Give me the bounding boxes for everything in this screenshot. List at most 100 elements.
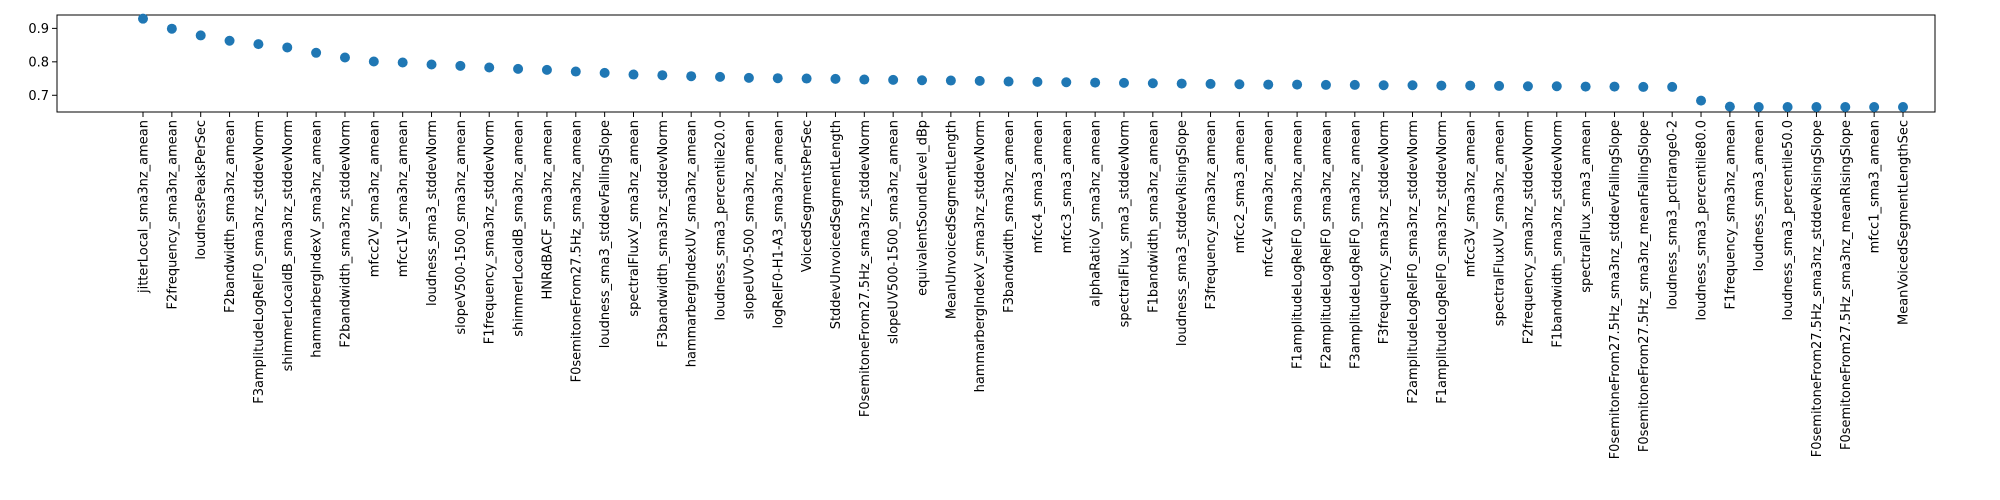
x-tick-label: F1frequency_sma3nz_amean xyxy=(1723,120,1738,310)
data-point xyxy=(570,66,581,77)
data-point xyxy=(368,56,379,67)
x-tick-label: F0semitoneFrom27.5Hz_sma3nz_amean xyxy=(569,120,584,382)
x-tick-label: mfcc3V_sma3nz_amean xyxy=(1464,120,1479,277)
data-point xyxy=(282,42,293,53)
data-point xyxy=(311,47,322,58)
x-tick-label: alphaRatioV_sma3nz_amean xyxy=(1089,120,1104,307)
x-tick-label: spectralFluxV_sma3nz_amean xyxy=(627,120,642,317)
x-tick-label: F1amplitudeLogRelF0_sma3nz_amean xyxy=(1291,120,1306,369)
data-point xyxy=(1898,101,1908,112)
y-tick-label: 0.9 xyxy=(28,22,49,37)
x-tick-label: F3bandwidth_sma3nz_amean xyxy=(1002,120,1017,313)
data-point xyxy=(1724,101,1735,112)
x-tick-label: F2amplitudeLogRelF0_sma3nz_stddevNorm xyxy=(1406,120,1421,404)
x-tick-label: logRelF0-H1-A3_sma3nz_amean xyxy=(771,120,786,329)
x-tick-label: F3frequency_sma3nz_stddevNorm xyxy=(1377,120,1392,344)
x-tick-label: shimmerLocaldB_sma3nz_amean xyxy=(512,120,527,337)
data-point xyxy=(1667,81,1678,92)
data-point xyxy=(1580,81,1591,92)
y-axis: 0.7 0.8 0.9 xyxy=(28,22,57,104)
x-tick-label: loudness_sma3_percentile20.0 xyxy=(714,120,729,320)
data-point xyxy=(1205,78,1216,89)
x-tick-label: F3amplitudeLogRelF0_sma3nz_stddevNorm xyxy=(252,120,267,404)
x-tick-label: F0semitoneFrom27.5Hz_sma3nz_meanRisingSl… xyxy=(1839,120,1854,450)
x-tick-label: slopeUV500-1500_sma3nz_amean xyxy=(887,120,902,344)
x-tick-label: loudness_sma3_stddevFallingSlope xyxy=(598,120,613,348)
x-tick-label: slopeUV0-500_sma3nz_amean xyxy=(742,120,757,319)
y-tick-label: 0.7 xyxy=(28,89,49,104)
data-point xyxy=(426,59,437,70)
data-point xyxy=(1349,79,1360,90)
x-tick-label: F2bandwidth_sma3nz_stddevNorm xyxy=(338,120,353,348)
x-tick-label: hammarbergIndexUV_sma3nz_amean xyxy=(685,120,700,367)
data-point xyxy=(1378,80,1389,91)
x-tick-label: F1amplitudeLogRelF0_sma3nz_stddevNorm xyxy=(1435,120,1450,404)
data-point xyxy=(1753,101,1764,112)
x-tick-label: F3amplitudeLogRelF0_sma3nz_amean xyxy=(1348,120,1363,369)
data-point xyxy=(195,30,206,41)
x-tick-label: F3frequency_sma3nz_amean xyxy=(1204,120,1219,310)
data-point xyxy=(859,74,870,85)
x-tick-label: F2bandwidth_sma3nz_amean xyxy=(223,120,238,313)
data-point xyxy=(1696,95,1707,106)
x-tick-label: mfcc2_sma3_amean xyxy=(1233,120,1248,253)
data-point xyxy=(1436,80,1447,91)
x-tick-label: mfcc1V_sma3nz_amean xyxy=(396,120,411,277)
x-tick-label: VoicedSegmentsPerSec xyxy=(800,120,815,272)
x-tick-label: hammarbergIndexV_sma3nz_amean xyxy=(310,120,325,358)
data-point xyxy=(974,75,985,86)
data-point xyxy=(1840,101,1851,112)
x-tick-label: loudness_sma3_amean xyxy=(1752,120,1767,271)
data-point xyxy=(1003,76,1014,87)
data-point xyxy=(801,73,812,84)
data-point xyxy=(1638,81,1649,92)
data-point xyxy=(1061,77,1072,88)
plot-area-frame xyxy=(56,14,1936,113)
x-tick-label: MeanUnvoicedSegmentLength xyxy=(944,120,959,319)
x-tick-label: MeanVoicedSegmentLengthSec xyxy=(1897,120,1912,325)
x-tick-label: shimmerLocaldB_sma3nz_stddevNorm xyxy=(281,120,296,371)
data-point xyxy=(397,57,408,68)
data-point xyxy=(1118,77,1129,88)
data-point xyxy=(1090,77,1101,88)
x-tick-label: loudness_sma3_pctlrange0-2 xyxy=(1666,120,1681,310)
data-point xyxy=(1811,101,1822,112)
x-tick-label: mfcc1_sma3_amean xyxy=(1868,120,1883,253)
x-tick-label: loudness_sma3_stddevRisingSlope xyxy=(1175,120,1190,346)
x-tick-label: jitterLocal_sma3nz_amean xyxy=(137,120,152,294)
x-tick-label: F0semitoneFrom27.5Hz_sma3nz_stddevRising… xyxy=(1810,120,1825,457)
data-point xyxy=(917,75,928,86)
x-tick-label: equivalentSoundLevel_dBp xyxy=(916,120,931,296)
data-point xyxy=(513,63,524,74)
data-point xyxy=(1522,81,1533,92)
data-point xyxy=(1263,79,1274,90)
x-tick-label: F1frequency_sma3nz_stddevNorm xyxy=(483,120,498,344)
x-tick-label: HNRdBACF_sma3nz_amean xyxy=(540,120,555,300)
data-points xyxy=(138,13,1908,112)
data-point xyxy=(772,73,783,84)
x-tick-label: StddevUnvoicedSegmentLength xyxy=(829,120,844,329)
x-tick-label: loudnessPeaksPerSec xyxy=(194,120,209,260)
data-point xyxy=(455,60,466,71)
data-point xyxy=(1234,79,1245,90)
x-tick-label: F1bandwidth_sma3nz_amean xyxy=(1146,120,1161,313)
data-point xyxy=(830,73,841,84)
x-tick-label: F0semitoneFrom27.5Hz_sma3nz_stddevNorm xyxy=(858,120,873,417)
data-point xyxy=(541,64,552,75)
data-point xyxy=(1551,81,1562,92)
x-tick-label: F2frequency_sma3nz_amean xyxy=(165,120,180,310)
data-point xyxy=(1032,76,1043,87)
x-tick-label: F2amplitudeLogRelF0_sma3nz_amean xyxy=(1319,120,1334,369)
x-tick-label: loudness_sma3_percentile80.0 xyxy=(1695,120,1710,320)
data-point xyxy=(1147,78,1158,89)
data-point xyxy=(1292,79,1303,90)
data-point xyxy=(715,71,726,82)
data-point xyxy=(628,69,639,80)
data-point xyxy=(224,35,235,46)
x-tick-label: F0semitoneFrom27.5Hz_sma3nz_stddevFallin… xyxy=(1608,120,1623,459)
x-tick-label: mfcc4V_sma3nz_amean xyxy=(1262,120,1277,277)
data-point xyxy=(339,52,350,63)
y-tick-label: 0.8 xyxy=(28,55,49,70)
